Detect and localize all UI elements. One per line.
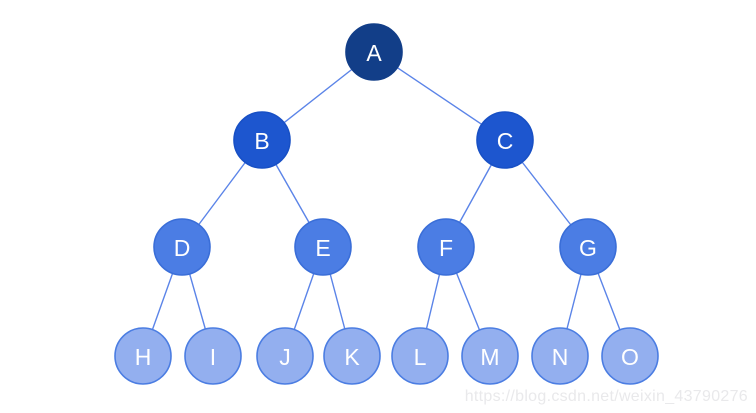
tree-node-label-O: O	[621, 344, 639, 370]
tree-node-label-C: C	[497, 128, 514, 154]
tree-node-O	[601, 327, 659, 385]
tree-node-label-N: N	[552, 344, 569, 370]
tree-node-I	[184, 327, 242, 385]
tree-node-label-J: J	[279, 344, 291, 370]
tree-node-label-G: G	[579, 235, 597, 261]
tree-node-label-D: D	[174, 235, 191, 261]
tree-node-N	[531, 327, 589, 385]
tree-node-label-F: F	[439, 235, 453, 261]
tree-node-M	[461, 327, 519, 385]
tree-node-C	[476, 111, 534, 169]
tree-node-K	[323, 327, 381, 385]
tree-node-label-L: L	[414, 344, 427, 370]
tree-node-label-I: I	[210, 344, 216, 370]
tree-node-label-K: K	[344, 344, 360, 370]
tree-node-label-B: B	[254, 128, 269, 154]
tree-node-H	[114, 327, 172, 385]
tree-node-label-M: M	[480, 344, 499, 370]
tree-node-label-H: H	[135, 344, 152, 370]
tree-node-label-E: E	[315, 235, 330, 261]
tree-node-F	[417, 218, 475, 276]
tree-node-E	[294, 218, 352, 276]
tree-node-D	[153, 218, 211, 276]
tree-node-B	[233, 111, 291, 169]
tree-node-label-A: A	[366, 40, 382, 66]
tree-node-J	[256, 327, 314, 385]
tree-node-G	[559, 218, 617, 276]
tree-node-L	[391, 327, 449, 385]
tree-node-A	[345, 23, 403, 81]
